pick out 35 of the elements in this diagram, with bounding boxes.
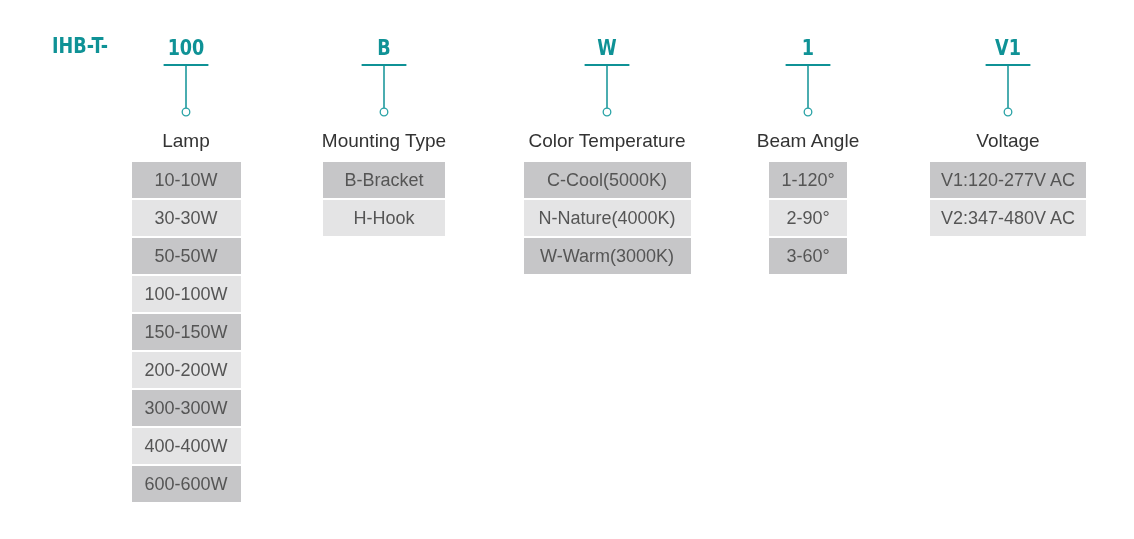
code-segment: B <box>361 34 407 66</box>
option-cell: W-Warm(3000K) <box>523 238 691 274</box>
code-segment: 1 <box>785 34 831 66</box>
model-prefix: IHB-T- <box>52 32 109 60</box>
option-cell: 300-300W <box>131 390 241 426</box>
option-cell: C-Cool(5000K) <box>523 162 691 198</box>
category-heading: Lamp <box>86 116 286 154</box>
option-cell: 30-30W <box>131 200 241 236</box>
connector-line <box>1003 65 1013 117</box>
category-heading: Mounting Type <box>284 116 484 154</box>
connector-line <box>803 65 813 117</box>
option-cell: 1-120° <box>769 162 847 198</box>
connector-line <box>181 65 191 117</box>
category-heading: Beam Angle <box>708 116 908 154</box>
option-cell: 150-150W <box>131 314 241 350</box>
category-heading: Voltage <box>908 116 1108 154</box>
code-segment: V1 <box>985 34 1031 66</box>
option-cell: 2-90° <box>769 200 847 236</box>
option-cell: 100-100W <box>131 276 241 312</box>
option-cell: H-Hook <box>323 200 445 236</box>
option-cell: 10-10W <box>131 162 241 198</box>
option-cell: 600-600W <box>131 466 241 502</box>
option-cell: B-Bracket <box>323 162 445 198</box>
option-cell: 3-60° <box>769 238 847 274</box>
option-cell: V2:347-480V AC <box>930 200 1086 236</box>
category-heading: Color Temperature <box>507 116 707 154</box>
option-cell: 200-200W <box>131 352 241 388</box>
code-segment: 100 <box>163 34 209 66</box>
option-cell: 50-50W <box>131 238 241 274</box>
connector-line <box>602 65 612 117</box>
option-cell: V1:120-277V AC <box>930 162 1086 198</box>
code-segment: W <box>584 34 630 66</box>
connector-line <box>379 65 389 117</box>
option-cell: N-Nature(4000K) <box>523 200 691 236</box>
option-cell: 400-400W <box>131 428 241 464</box>
